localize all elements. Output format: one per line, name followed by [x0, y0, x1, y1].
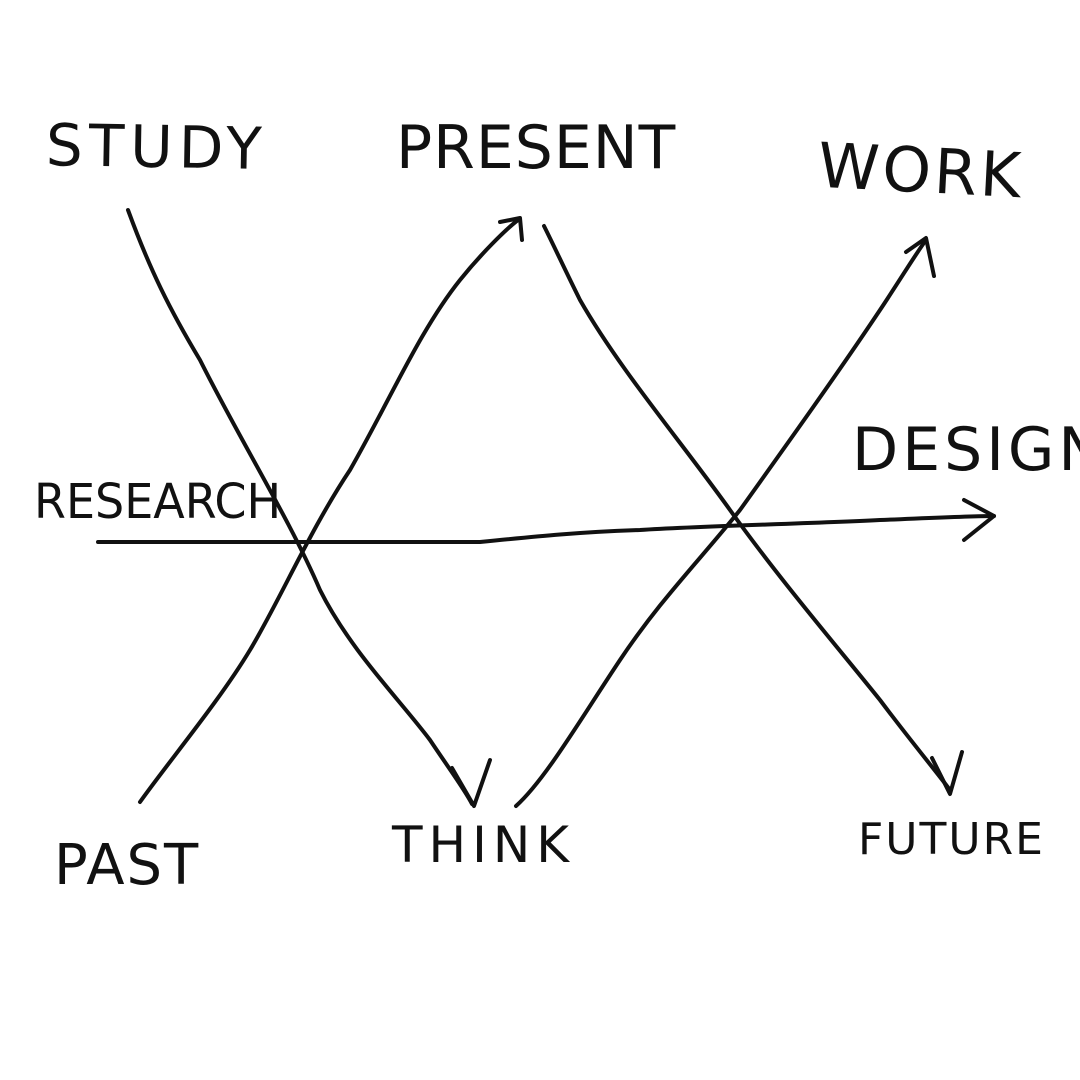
- label-future: FUTURE: [858, 814, 1045, 865]
- line-present-to-future: [542, 224, 952, 792]
- arrowhead-present: [498, 216, 524, 242]
- label-study: STUDY: [45, 111, 269, 183]
- arrowhead-future: [930, 750, 964, 796]
- label-past: PAST: [54, 833, 201, 898]
- line-study-to-think: [126, 208, 474, 806]
- line-past-to-present: [138, 218, 520, 804]
- label-design: DESIGN: [852, 415, 1080, 485]
- arrowhead-work: [904, 236, 936, 278]
- arrowhead-design: [962, 498, 996, 542]
- arrowhead-think: [450, 758, 492, 808]
- line-research-to-design: [96, 514, 996, 544]
- label-work: WORK: [816, 128, 1026, 213]
- label-present: PRESENT: [396, 113, 677, 183]
- line-think-to-work: [514, 238, 928, 808]
- label-research: RESEARCH: [34, 472, 282, 530]
- label-think: THINK: [392, 816, 576, 874]
